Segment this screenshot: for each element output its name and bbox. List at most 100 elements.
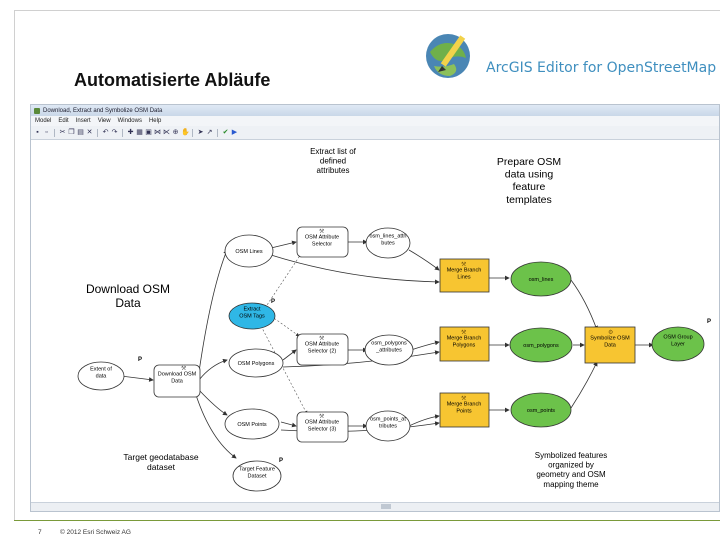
fixed-zoom-out-icon[interactable]: ⋉ [163, 129, 170, 136]
connector [408, 249, 440, 271]
app-icon [34, 107, 40, 114]
connector [282, 350, 440, 368]
node-out-lines[interactable]: osm_lines [510, 261, 572, 297]
redo-icon[interactable]: ↷ [111, 129, 118, 136]
slide-frame [14, 10, 720, 520]
toolbar-separator [217, 128, 218, 137]
full-extent-icon[interactable]: ▣ [145, 129, 152, 136]
dashed-connector [260, 325, 308, 415]
hammer-icon: ⚒ [319, 413, 325, 420]
node-out-points[interactable]: osm_points [510, 392, 572, 428]
node-osm-polygons-label: OSM Polygons [238, 361, 275, 367]
connector [195, 394, 237, 459]
connector [280, 421, 297, 428]
connector [198, 358, 228, 381]
window-titlebar: Download, Extract and Symbolize OSM Data [31, 105, 719, 116]
menu-edit[interactable]: Edit [58, 118, 69, 124]
pan-icon[interactable]: ✋ [181, 129, 190, 136]
horizontal-scrollbar[interactable] [31, 502, 719, 511]
brand-logo [420, 28, 480, 84]
menu-view[interactable]: View [97, 118, 111, 124]
node-polygons-attributes[interactable]: osm_polygons_attributes [364, 334, 414, 366]
copyright: © 2012 Esri Schweiz AG [60, 529, 131, 536]
connector [282, 349, 297, 361]
script-icon: ⚙ [608, 329, 613, 336]
select-icon[interactable]: ➤ [197, 129, 204, 136]
arcgis-editor-logo-icon [426, 34, 470, 78]
node-out-polygons[interactable]: osm_polygons [509, 327, 573, 363]
node-osm-lines[interactable]: OSM Lines [224, 234, 274, 268]
p-marker: P [707, 319, 711, 325]
connector [410, 340, 440, 351]
hammer-icon: ⚒ [181, 365, 187, 372]
menu-bar: Model Edit Insert View Windows Help [31, 116, 719, 126]
node-osm-polygons[interactable]: OSM Polygons [228, 348, 284, 378]
print-icon[interactable]: ▫ [45, 129, 48, 136]
footer-divider [14, 520, 720, 521]
precondition-links [260, 253, 308, 415]
node-polygons-attributes-label: osm_polygons_attributes [371, 341, 407, 354]
connector [570, 279, 598, 331]
undo-icon[interactable]: ↶ [102, 129, 109, 136]
node-out-lines-label: osm_lines [529, 277, 554, 283]
auto-layout-icon[interactable]: ▦ [136, 129, 143, 136]
modelbuilder-window: Download, Extract and Symbolize OSM Data… [30, 104, 720, 512]
menu-windows[interactable]: Windows [117, 118, 142, 124]
toolbar-separator [54, 128, 55, 137]
connector [270, 240, 297, 249]
menu-model[interactable]: Model [35, 118, 52, 124]
menu-help[interactable]: Help [148, 118, 162, 124]
connector [570, 361, 598, 409]
hammer-icon: ⚒ [461, 395, 467, 402]
page-number: 7 [38, 529, 42, 536]
delete-icon[interactable]: ✕ [86, 129, 93, 136]
slide-title: Automatisierte Abläufe [74, 70, 271, 90]
run-icon[interactable]: ▶ [231, 129, 238, 136]
node-osm-points[interactable]: OSM Points [224, 408, 280, 440]
node-osm-points-label: OSM Points [237, 422, 267, 428]
hammer-icon: ⚒ [461, 261, 467, 268]
toolbar-separator [192, 128, 193, 137]
save-icon[interactable]: ▪ [36, 129, 39, 136]
hammer-icon: ⚒ [319, 228, 325, 235]
copy-icon[interactable]: ❐ [68, 129, 75, 136]
menu-insert[interactable]: Insert [75, 118, 91, 124]
cut-icon[interactable]: ✂ [59, 129, 66, 136]
dashed-connector [264, 253, 302, 309]
validate-icon[interactable]: ✔ [222, 129, 229, 136]
add-data-icon[interactable]: ✚ [127, 129, 134, 136]
paste-icon[interactable]: ▤ [77, 129, 84, 136]
connect-icon[interactable]: ↗ [206, 129, 213, 136]
zoom-icon[interactable]: ⊕ [172, 129, 179, 136]
brand-name: ArcGIS Editor for OpenStreetMap [486, 60, 717, 76]
dashed-connector [270, 315, 300, 337]
fixed-zoom-in-icon[interactable]: ⋈ [154, 129, 161, 136]
scrollbar-thumb[interactable] [381, 504, 391, 509]
